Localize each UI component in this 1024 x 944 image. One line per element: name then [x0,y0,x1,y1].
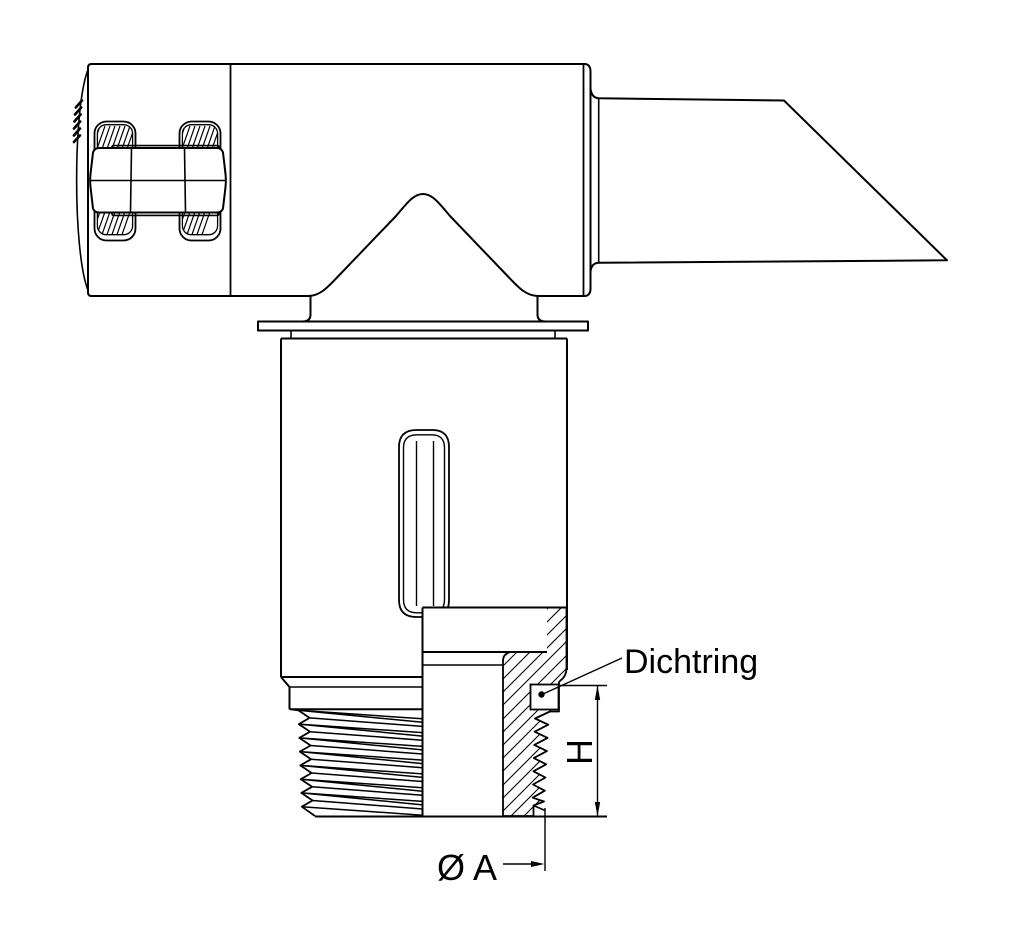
h-arrow-top [594,685,601,700]
knob-hub-bottom-lip [111,212,220,217]
dimension-diameter-a [503,808,546,871]
external-thread-front [291,708,423,817]
discharge-spout [589,88,948,272]
section-boundary [502,606,568,817]
h-arrow-bottom [594,802,601,817]
flange-plate [257,320,589,332]
wing-knob [89,120,227,242]
dimension-h [558,684,607,817]
diameter-a-label: Ø A [437,847,497,888]
spring-bonnet-bell [308,193,538,297]
bonnet-and-flange [257,193,589,339]
h-dimension-label: H [559,739,600,765]
right-wing-outline [178,120,222,242]
dichtring-label: Dichtring [624,643,758,681]
section-cut [421,606,568,817]
a-arrowhead [531,861,545,867]
section-bore [422,652,503,816]
dichtring-leader-line [542,657,623,695]
cap-front-face [87,63,93,297]
spout-outline [589,88,948,272]
cap-knurling [72,99,84,144]
valve-body-top [75,63,592,297]
shoulder-chamfer [280,676,291,688]
knob-hub-top-lip [111,144,220,148]
thread-crest-lines [298,709,423,816]
dichtring-leader-dot [538,691,545,698]
dichtring-callout [538,657,623,698]
outlet-cap-edge [584,63,592,297]
cap-silhouette-arc [75,70,89,290]
thread-root-lines [309,717,423,810]
slot-flat-band [415,441,435,606]
left-wing-outline [93,120,137,242]
seal-ring [529,683,560,711]
thread-end-flank [533,804,546,812]
section-chamber-1 [422,607,547,652]
